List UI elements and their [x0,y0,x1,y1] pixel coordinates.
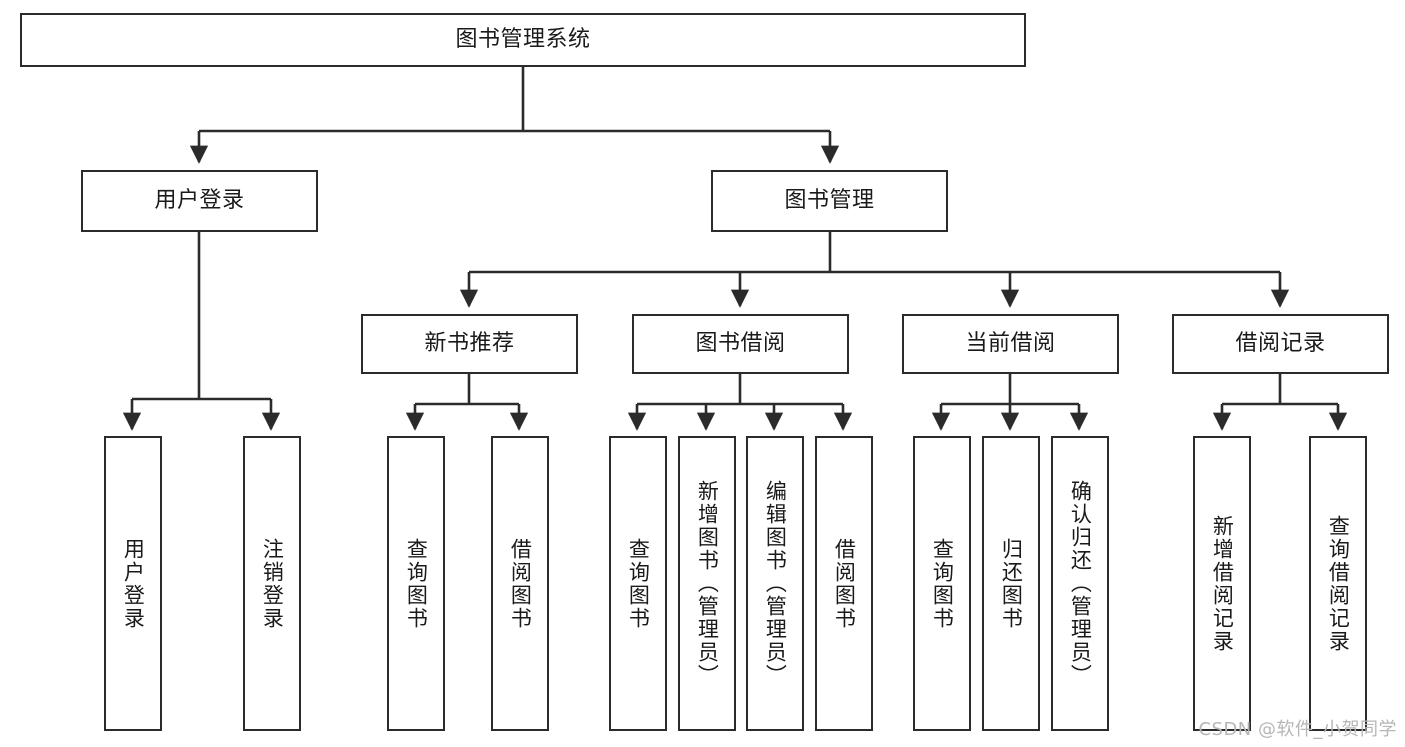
leaf-logout[interactable]: 注销登录 [243,436,301,731]
node-label: 编辑图书（管理员） [763,480,788,687]
node-label: 图书管理系统 [455,26,591,52]
leaf-query-book-borrow[interactable]: 查询图书 [609,436,667,731]
node-label: 图书管理 [784,187,875,213]
node-label: 借阅记录 [1235,330,1326,356]
node-label: 借阅图书 [832,537,857,630]
node-current-borrow[interactable]: 当前借阅 [902,314,1119,374]
node-label: 图书借阅 [695,330,786,356]
node-label: 查询借阅记录 [1326,514,1351,653]
leaf-borrow-book-recommend[interactable]: 借阅图书 [491,436,549,731]
leaf-user-login[interactable]: 用户登录 [104,436,162,731]
node-label: 新增图书（管理员） [695,480,720,687]
node-book-borrow[interactable]: 图书借阅 [632,314,849,374]
node-label: 注销登录 [260,537,285,630]
node-label: 查询图书 [930,537,955,630]
node-label: 当前借阅 [965,330,1056,356]
node-borrow-record[interactable]: 借阅记录 [1172,314,1389,374]
leaf-borrow-book[interactable]: 借阅图书 [815,436,873,731]
node-label: 归还图书 [999,537,1024,630]
leaf-query-borrow-record[interactable]: 查询借阅记录 [1309,436,1367,731]
node-root-library-system[interactable]: 图书管理系统 [20,13,1026,67]
node-label: 借阅图书 [508,537,533,630]
leaf-query-book-current[interactable]: 查询图书 [913,436,971,731]
node-book-management[interactable]: 图书管理 [711,170,948,232]
node-new-book-recommend[interactable]: 新书推荐 [361,314,578,374]
node-label: 确认归还（管理员） [1068,480,1093,687]
node-label: 用户登录 [154,187,245,213]
node-user-login[interactable]: 用户登录 [81,170,318,232]
leaf-add-book-admin[interactable]: 新增图书（管理员） [678,436,736,731]
node-label: 查询图书 [626,537,651,630]
leaf-add-borrow-record[interactable]: 新增借阅记录 [1193,436,1251,731]
leaf-query-book-recommend[interactable]: 查询图书 [387,436,445,731]
leaf-edit-book-admin[interactable]: 编辑图书（管理员） [746,436,804,731]
leaf-confirm-return-admin[interactable]: 确认归还（管理员） [1051,436,1109,731]
node-label: 用户登录 [121,537,146,630]
leaf-return-book[interactable]: 归还图书 [982,436,1040,731]
csdn-watermark: CSDN @软件_小贺同学 [1198,719,1397,740]
node-label: 查询图书 [404,537,429,630]
node-label: 新增借阅记录 [1210,514,1235,653]
node-label: 新书推荐 [424,330,515,356]
